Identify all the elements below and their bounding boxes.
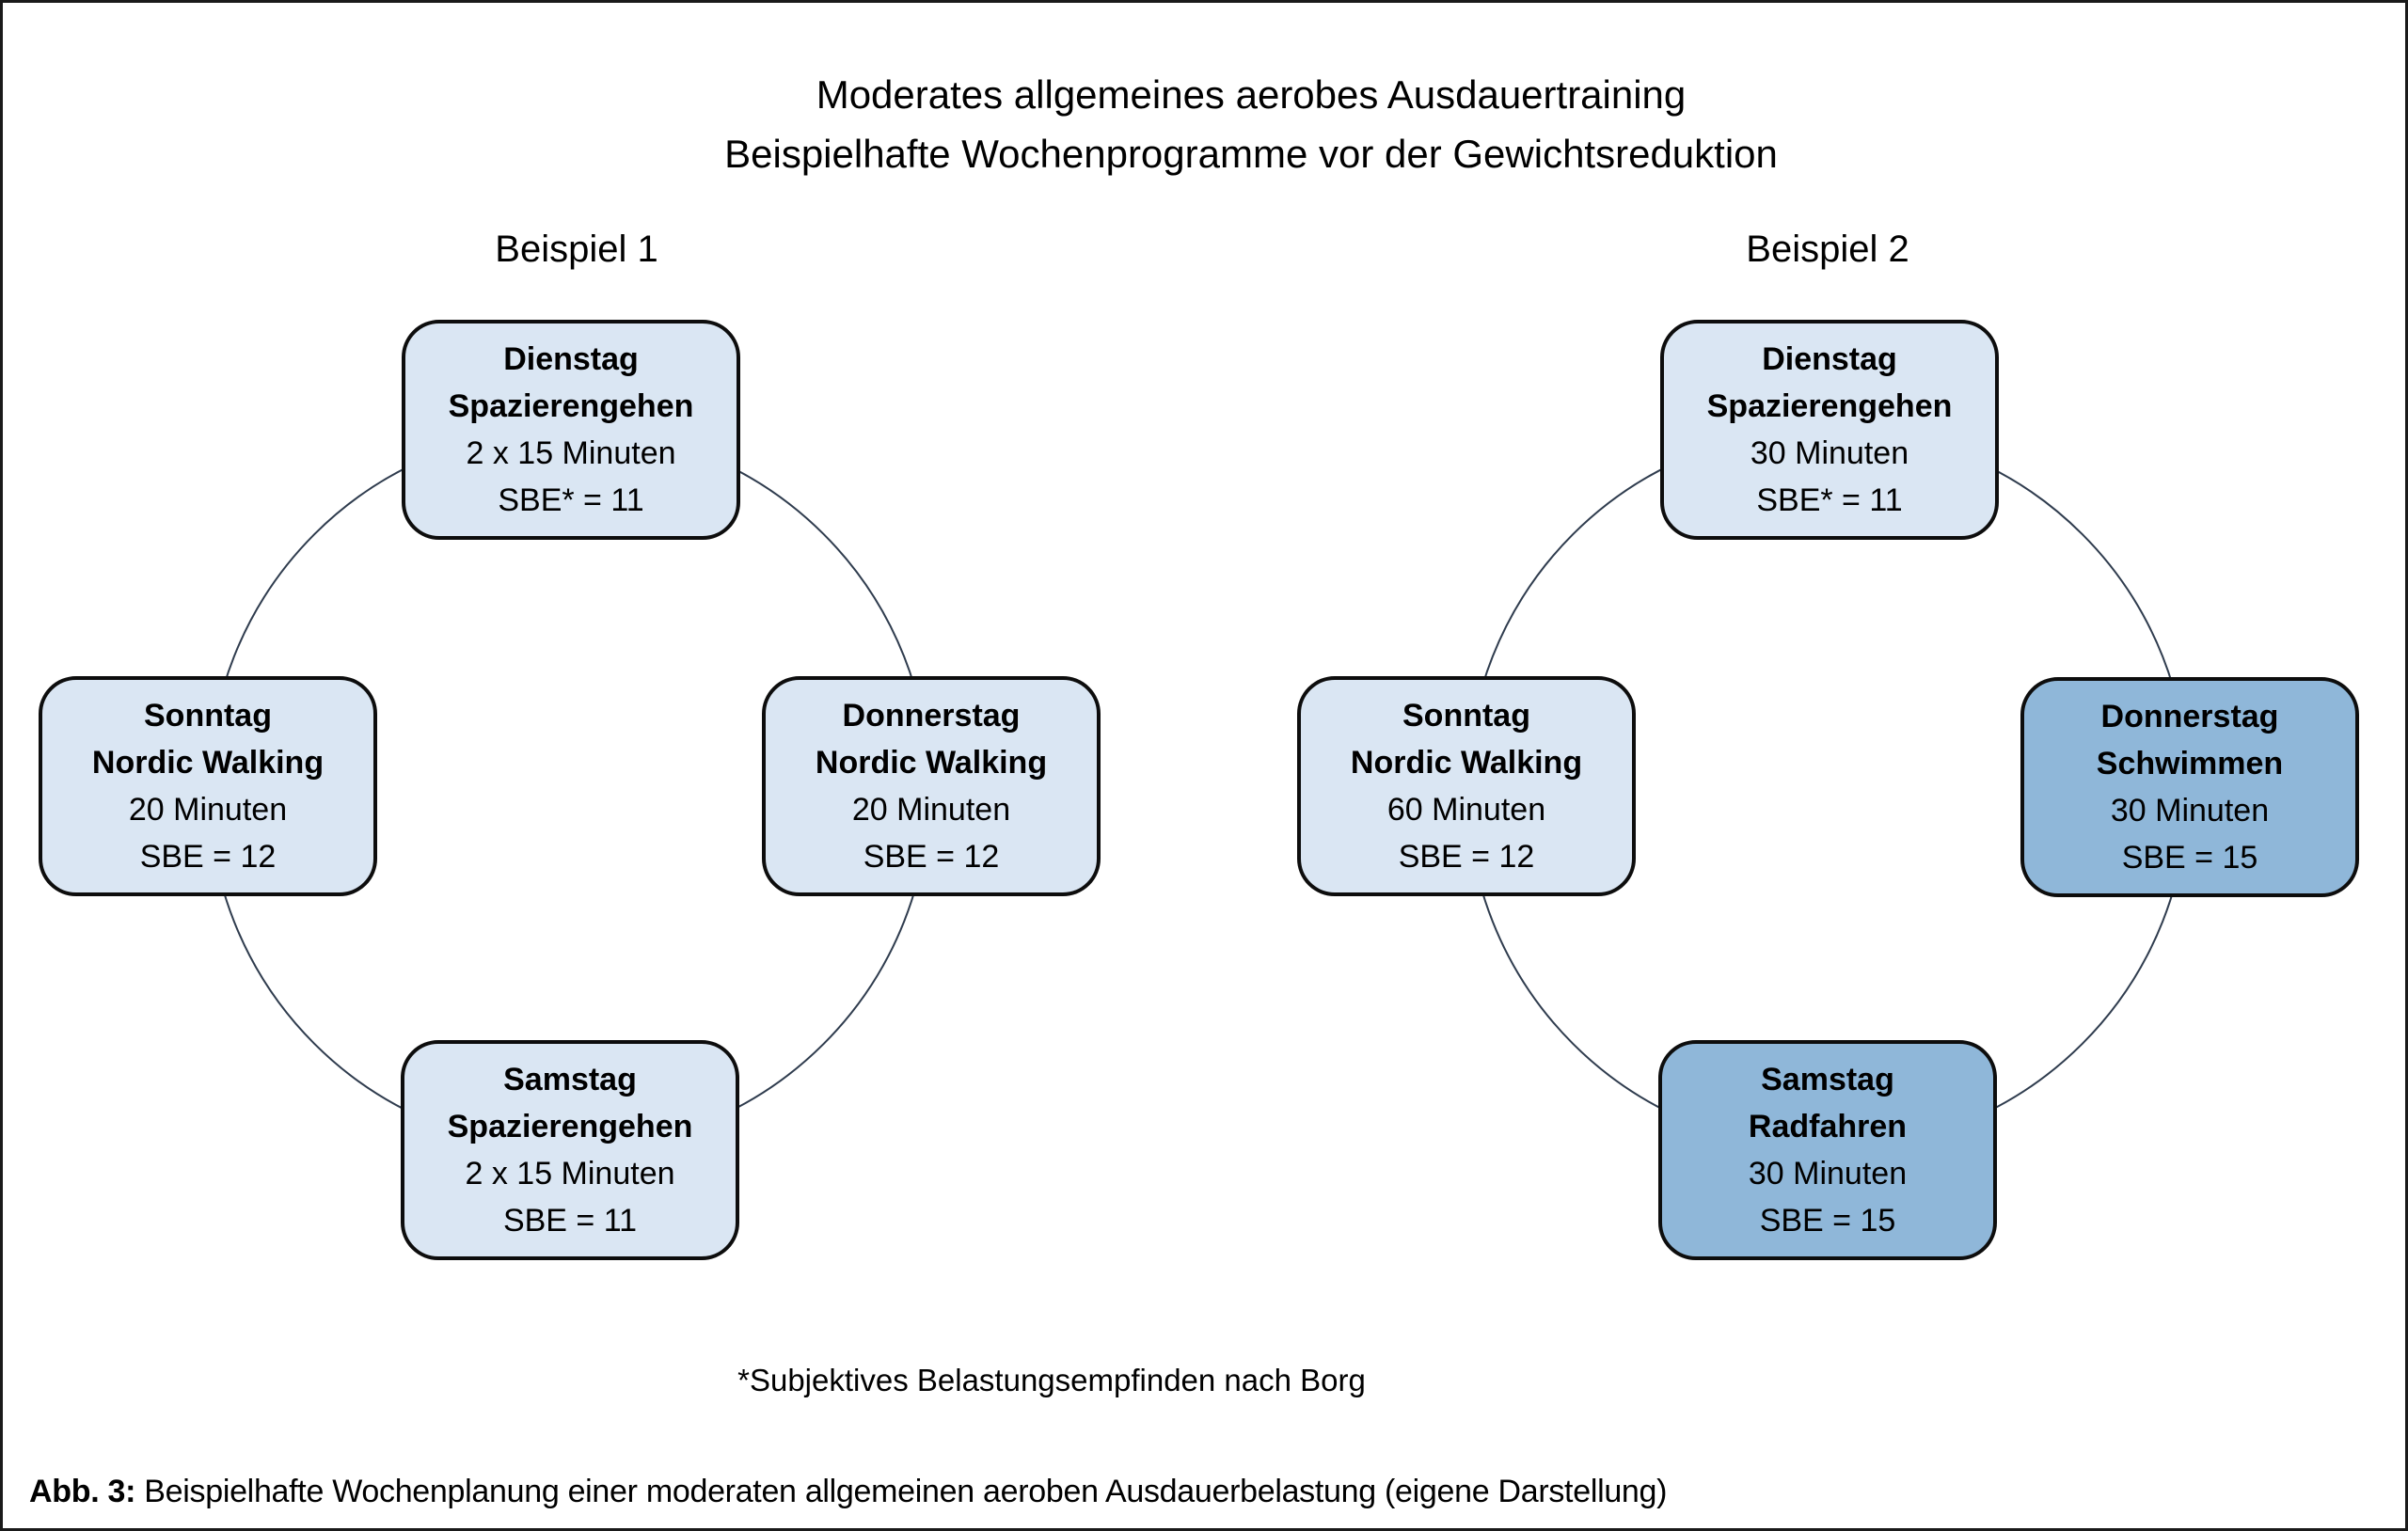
schedule-box-e2-donnerstag: Donnerstag Schwimmen 30 Minuten SBE = 15 bbox=[2020, 677, 2359, 897]
box-sbe: SBE = 12 bbox=[1398, 839, 1535, 875]
box-activity: Schwimmen bbox=[2096, 746, 2284, 781]
box-activity: Nordic Walking bbox=[815, 745, 1048, 781]
example2-label: Beispiel 2 bbox=[1746, 229, 1909, 270]
box-day: Sonntag bbox=[144, 698, 272, 734]
caption-text: Beispielhafte Wochenplanung einer modera… bbox=[135, 1474, 1668, 1509]
box-activity: Nordic Walking bbox=[91, 745, 325, 781]
box-activity: Spazierengehen bbox=[447, 1109, 693, 1144]
box-day: Donnerstag bbox=[842, 698, 1021, 734]
schedule-box-e1-dienstag: Dienstag Spazierengehen 2 x 15 Minuten S… bbox=[402, 320, 740, 540]
footnote: *Subjektives Belastungsempfinden nach Bo… bbox=[737, 1363, 1366, 1397]
figure-title-line2: Beispielhafte Wochenprogramme vor der Ge… bbox=[724, 132, 1778, 176]
caption: Abb. 3: Beispielhafte Wochenplanung eine… bbox=[29, 1474, 1667, 1510]
box-sbe: SBE = 15 bbox=[2121, 840, 2258, 876]
schedule-box-e1-donnerstag: Donnerstag Nordic Walking 20 Minuten SBE… bbox=[762, 676, 1101, 896]
box-sbe: SBE* = 11 bbox=[1756, 482, 1903, 518]
box-sbe: SBE = 11 bbox=[502, 1203, 638, 1239]
caption-label: Abb. 3: bbox=[29, 1474, 136, 1509]
box-duration: 20 Minuten bbox=[128, 792, 288, 828]
box-sbe: SBE = 15 bbox=[1759, 1203, 1896, 1239]
box-duration: 2 x 15 Minuten bbox=[466, 435, 676, 471]
box-sbe: SBE = 12 bbox=[139, 839, 277, 875]
box-sbe: SBE* = 11 bbox=[498, 482, 644, 518]
box-day: Donnerstag bbox=[2100, 699, 2279, 734]
box-activity: Spazierengehen bbox=[1706, 388, 1953, 424]
box-duration: 2 x 15 Minuten bbox=[465, 1156, 675, 1192]
box-day: Sonntag bbox=[1402, 698, 1530, 734]
schedule-box-e2-dienstag: Dienstag Spazierengehen 30 Minuten SBE* … bbox=[1660, 320, 1999, 540]
box-duration: 30 Minuten bbox=[1750, 435, 1909, 471]
box-duration: 30 Minuten bbox=[2110, 793, 2270, 829]
box-duration: 20 Minuten bbox=[851, 792, 1011, 828]
box-day: Dienstag bbox=[503, 341, 639, 377]
box-day: Samstag bbox=[1761, 1062, 1894, 1097]
figure-title: Moderates allgemeines aerobes Ausdauertr… bbox=[97, 65, 2405, 183]
schedule-box-e2-sonntag: Sonntag Nordic Walking 60 Minuten SBE = … bbox=[1297, 676, 1636, 896]
box-activity: Spazierengehen bbox=[448, 388, 694, 424]
figure-title-line1: Moderates allgemeines aerobes Ausdauertr… bbox=[816, 72, 1687, 117]
schedule-box-e1-samstag: Samstag Spazierengehen 2 x 15 Minuten SB… bbox=[401, 1040, 739, 1260]
box-activity: Radfahren bbox=[1748, 1109, 1908, 1144]
example1-label: Beispiel 1 bbox=[495, 229, 658, 270]
box-day: Dienstag bbox=[1762, 341, 1897, 377]
box-day: Samstag bbox=[503, 1062, 637, 1097]
box-activity: Nordic Walking bbox=[1350, 745, 1583, 781]
box-sbe: SBE = 12 bbox=[863, 839, 1000, 875]
schedule-box-e1-sonntag: Sonntag Nordic Walking 20 Minuten SBE = … bbox=[39, 676, 377, 896]
schedule-box-e2-samstag: Samstag Radfahren 30 Minuten SBE = 15 bbox=[1658, 1040, 1997, 1260]
box-duration: 30 Minuten bbox=[1748, 1156, 1908, 1192]
box-duration: 60 Minuten bbox=[1386, 792, 1546, 828]
